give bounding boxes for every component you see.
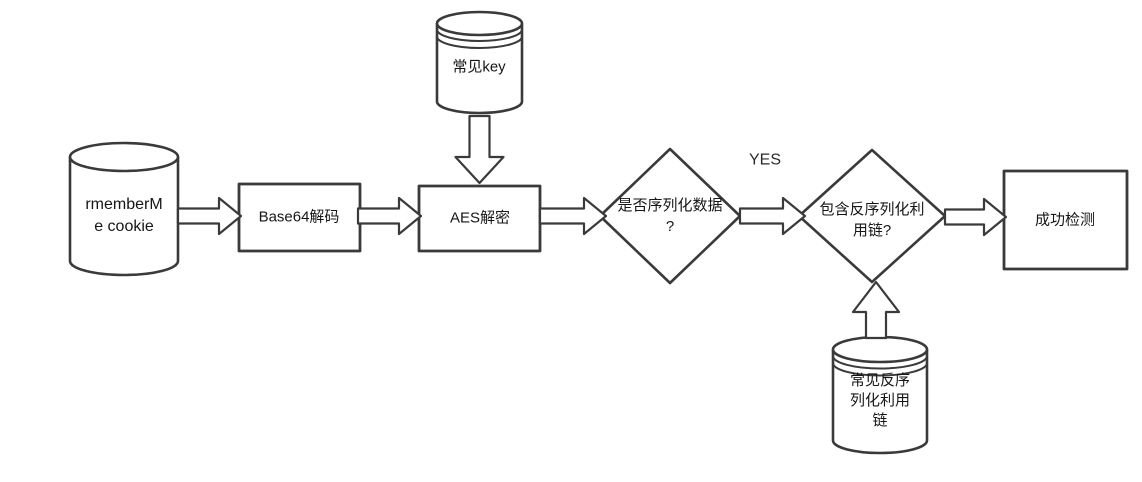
aes-process-label: AES解密 [449,209,511,227]
serialized-check-label: 是否序列化数据 ? [617,195,722,237]
gadget-check-decision-shape [797,148,947,284]
key-database-shape [435,10,524,115]
success-process-label: 成功检测 [1034,211,1096,229]
cookie-label-line2: e cookie [94,218,154,235]
base64-process-shape [237,182,362,253]
gadget-db-line2: 列化利用 [849,392,911,409]
arrow-gadget-check-to-success [943,197,1008,237]
cookie-label-line1: rmemberM [85,196,163,213]
arrow-key-to-aes [454,114,505,185]
arrow-aes-to-serialized-check [538,196,608,236]
arrow-cookie-to-base64 [176,196,243,236]
serialized-check-decision-shape [598,147,742,285]
gadget-check-label: 包含反序列化利 用链? [819,199,924,241]
base64-process-label: Base64解码 [258,208,340,226]
gadget-db-line1: 常见反序 [849,372,911,389]
arrow-serialized-to-gadget-check [738,196,807,236]
serialized-check-line2: ? [665,218,675,235]
yes-edge-label: YES [748,151,782,169]
gadget-check-line2: 用链? [852,222,892,239]
arrow-gadgetdb-to-gadget-check [851,280,901,340]
serialized-check-line1: 是否序列化数据 [617,197,723,214]
key-database-label: 常见key [452,58,506,76]
gadget-db-line3: 链 [872,412,888,429]
gadget-database-shape [831,335,929,455]
gadget-database-label: 常见反序 列化利用 链 [850,371,910,431]
gadget-check-line1: 包含反序列化利 [819,201,925,218]
arrow-base64-to-aes [356,196,423,236]
cookie-database-shape [68,141,180,277]
cookie-database-label: rmemberM e cookie [85,194,162,238]
